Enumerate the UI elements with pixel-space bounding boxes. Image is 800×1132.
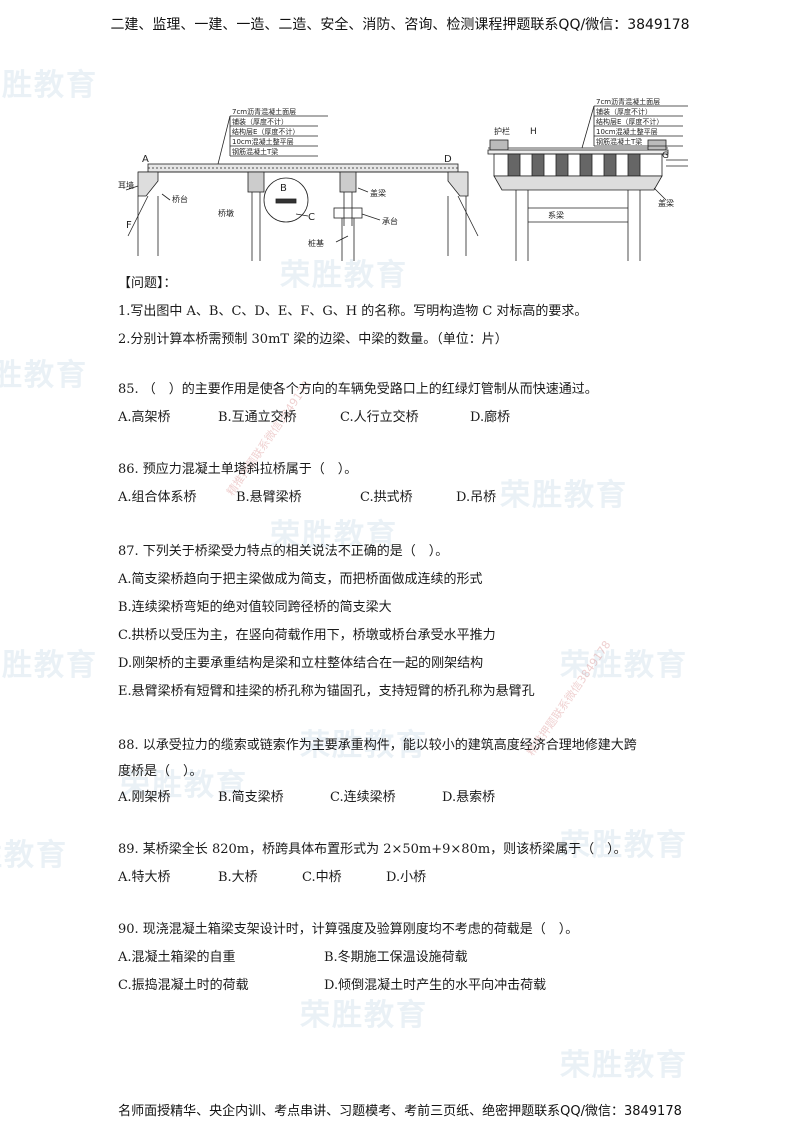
q86-option-c: C.拱式桥 xyxy=(360,490,413,505)
label-gailiang: 盖梁 xyxy=(370,188,386,198)
q85-option-a: A.高架桥 xyxy=(118,410,171,425)
q88-options: A.刚架桥 B.简支梁桥 C.连续梁桥 D.悬索桥 xyxy=(118,786,495,805)
watermark-brand: 荣胜教育 xyxy=(0,838,68,873)
q88-option-c: C.连续梁桥 xyxy=(330,790,396,805)
q85-option-c: C.人行立交桥 xyxy=(340,410,419,425)
label-erqiang: 耳墙 xyxy=(118,180,134,190)
q86-stem: 86. 预应力混凝土单塔斜拉桥属于（ ）。 xyxy=(118,462,358,477)
layer-label-2: 铺装（厚度不计） xyxy=(232,117,288,126)
q85-stem: 85. （ ）的主要作用是使各个方向的车辆免受路口上的红绿灯管制从而快速通过。 xyxy=(118,382,598,397)
layer-label-4: 10cm混凝土整平层 xyxy=(232,137,294,146)
q85-option-b: B.互通立交桥 xyxy=(218,410,297,425)
q87-option-d: D.刚架桥的主要承重结构是梁和立柱整体结合在一起的刚架结构 xyxy=(118,656,484,671)
question-2: 2.分别计算本桥需预制 30mT 梁的边梁、中梁的数量。（单位：片） xyxy=(118,332,508,347)
bridge-figure: 7cm沥青混凝土面层 铺装（厚度不计） 结构层E（厚度不计） 10cm混凝土整平… xyxy=(118,96,688,266)
watermark-brand: 荣胜教育 xyxy=(0,68,98,103)
q88-option-d: D.悬索桥 xyxy=(442,790,496,805)
layer-label-5: 钢筋混凝土T梁 xyxy=(232,147,278,156)
q90-stem: 90. 现浇混凝土箱梁支架设计时，计算强度及验算刚度均不考虑的荷载是（ ）。 xyxy=(118,922,579,937)
page-footer: 名师面授精华、央企内训、考点串讲、习题模考、考前三页纸、绝密押题联系QQ/微信：… xyxy=(118,1104,682,1119)
right-layer-label-1: 7cm沥青混凝土面层 xyxy=(596,97,660,106)
q90-option-c: C.振捣混凝土时的荷载 xyxy=(118,978,249,993)
label-B: B xyxy=(280,183,287,194)
label-xiliang: 系梁 xyxy=(548,210,564,220)
label-H: H xyxy=(530,127,537,137)
label-F: F xyxy=(126,220,132,231)
q86-options: A.组合体系桥 B.悬臂梁桥 C.拱式桥 D.吊桥 xyxy=(118,486,496,505)
q85-option-d: D.廊桥 xyxy=(470,410,511,425)
q90-option-d: D.倾倒混凝土时产生的水平向冲击荷载 xyxy=(324,978,547,993)
right-layer-label-4: 10cm混凝土整平层 xyxy=(596,127,658,136)
q86-option-b: B.悬臂梁桥 xyxy=(236,490,302,505)
bridge-diagram: 7cm沥青混凝土面层 铺装（厚度不计） 结构层E（厚度不计） 10cm混凝土整平… xyxy=(118,97,688,261)
q89-option-c: C.中桥 xyxy=(302,870,342,885)
layer-label-1: 7cm沥青混凝土面层 xyxy=(232,107,296,116)
label-hulan: 护栏 xyxy=(494,126,510,136)
q85-options: A.高架桥 B.互通立交桥 C.人行立交桥 D.廊桥 xyxy=(118,406,510,425)
q90-option-b: B.冬期施工保温设施荷载 xyxy=(324,950,468,965)
watermark-brand: 荣胜教育 xyxy=(560,1048,688,1083)
label-chengtai: 承台 xyxy=(382,216,398,226)
section-heading: 【问题】： xyxy=(118,276,177,291)
question-1: 1.写出图中 A、B、C、D、E、F、G、H 的名称。写明构造物 C 对标高的要… xyxy=(118,304,588,319)
q89-option-d: D.小桥 xyxy=(386,870,427,885)
watermark-brand: 荣胜教育 xyxy=(500,478,628,513)
right-layer-label-3: 结构层E（厚度不计） xyxy=(596,117,663,126)
q89-option-a: A.特大桥 xyxy=(118,870,171,885)
page-header: 二建、监理、一建、一造、二造、安全、消防、咨询、检测课程押题联系QQ/微信：38… xyxy=(110,17,690,33)
right-layer-label-5: 钢筋混凝土T梁 xyxy=(596,137,642,146)
label-C: C xyxy=(308,212,315,223)
q87-option-a: A.简支梁桥趋向于把主梁做成为简支，而把桥面做成连续的形式 xyxy=(118,572,483,587)
q90-options-row1: A.混凝土箱梁的自重 B.冬期施工保温设施荷载 xyxy=(118,946,468,965)
q89-options: A.特大桥 B.大桥 C.中桥 D.小桥 xyxy=(118,866,426,885)
label-qiaodun: 桥墩 xyxy=(218,208,234,218)
q86-option-d: D.吊桥 xyxy=(456,490,497,505)
q86-option-a: A.组合体系桥 xyxy=(118,490,197,505)
label-D: D xyxy=(444,154,452,165)
watermark-brand: 荣胜教育 xyxy=(560,648,688,683)
q88-stem-line2: 度桥是（ ）。 xyxy=(118,764,203,779)
watermark-brand: 荣胜教育 xyxy=(300,998,428,1033)
watermark-brand: 荣胜教育 xyxy=(0,358,88,393)
q87-option-b: B.连续梁桥弯矩的绝对值较同跨径桥的简支梁大 xyxy=(118,600,392,615)
q89-stem: 89. 某桥梁全长 820m，桥跨具体布置形式为 2×50m+9×80m，则该桥… xyxy=(118,842,627,857)
q88-option-a: A.刚架桥 xyxy=(118,790,171,805)
q87-option-c: C.拱桥以受压为主，在竖向荷载作用下，桥墩或桥台承受水平推力 xyxy=(118,628,496,643)
layer-label-3: 结构层E（厚度不计） xyxy=(232,127,299,136)
q88-option-b: B.简支梁桥 xyxy=(218,790,284,805)
q90-options-row2: C.振捣混凝土时的荷载 D.倾倒混凝土时产生的水平向冲击荷载 xyxy=(118,974,546,993)
label-A: A xyxy=(142,154,149,165)
label-qiaotai: 桥台 xyxy=(172,194,188,204)
q90-option-a: A.混凝土箱梁的自重 xyxy=(118,950,236,965)
label-zhuangji: 桩基 xyxy=(308,238,324,248)
label-right-gailiang: 盖梁 xyxy=(658,198,674,208)
q87-stem: 87. 下列关于桥梁受力特点的相关说法不正确的是（ ）。 xyxy=(118,544,449,559)
label-G: G xyxy=(662,151,669,161)
watermark-brand: 荣胜教育 xyxy=(0,648,98,683)
q89-option-b: B.大桥 xyxy=(218,870,258,885)
q87-option-e: E.悬臂梁桥有短臂和挂梁的桥孔称为锚固孔，支持短臂的桥孔称为悬臂孔 xyxy=(118,684,535,699)
q88-stem-line1: 88. 以承受拉力的缆索或链索作为主要承重构件，能以较小的建筑高度经济合理地修建… xyxy=(118,738,637,753)
right-layer-label-2: 铺装（厚度不计） xyxy=(596,107,652,116)
